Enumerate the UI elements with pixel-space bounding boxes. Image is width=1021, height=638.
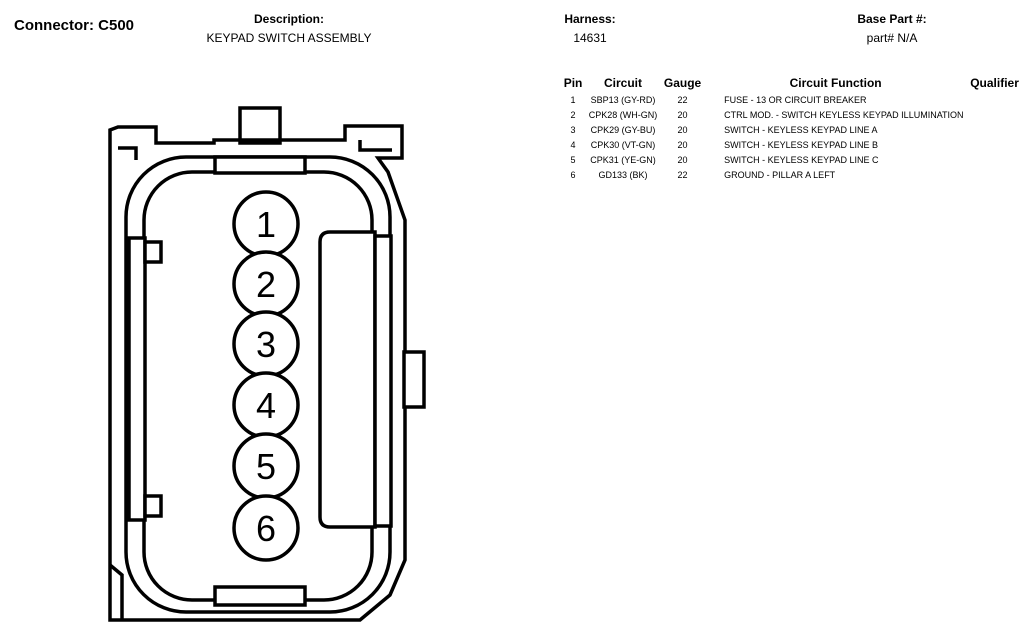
cell-gauge: 22 (677, 170, 688, 180)
cell-gauge: 20 (677, 155, 688, 165)
base-part-label: Base Part #: (857, 12, 927, 26)
description-block: Description: KEYPAD SWITCH ASSEMBLY (189, 12, 389, 45)
connector-housing (108, 106, 426, 622)
table-row: 5 CPK31 (YE-GN) 20 SWITCH - KEYLESS KEYP… (562, 153, 1021, 168)
harness-block: Harness: 14631 (540, 12, 640, 45)
pin-circle-6 (232, 494, 300, 562)
base-part-value: part# N/A (866, 31, 918, 45)
table-row: 3 CPK29 (GY-BU) 20 SWITCH - KEYLESS KEYP… (562, 123, 1021, 138)
header-function: Circuit Function (789, 76, 882, 90)
header-pin: Pin (563, 76, 583, 90)
description-label: Description: (253, 12, 324, 26)
cell-function: CTRL MOD. - SWITCH KEYLESS KEYPAD ILLUMI… (724, 110, 964, 120)
cell-circuit: CPK29 (GY-BU) (590, 125, 656, 135)
bottom-left-slant (108, 563, 124, 620)
base-part-block: Base Part #: part# N/A (832, 12, 952, 45)
pin-table: Pin Circuit Gauge Circuit Function Quali… (562, 76, 1021, 183)
cell-circuit: SBP13 (GY-RD) (590, 95, 656, 105)
cell-circuit: CPK31 (YE-GN) (590, 155, 656, 165)
cell-pin: 2 (570, 110, 576, 120)
top-lock-tab (238, 106, 282, 145)
cell-gauge: 20 (677, 140, 688, 150)
top-key-bar (213, 155, 307, 175)
table-row: 4 CPK30 (VT-GN) 20 SWITCH - KEYLESS KEYP… (562, 138, 1021, 153)
cell-function: GROUND - PILLAR A LEFT (724, 170, 836, 180)
harness-label: Harness: (564, 12, 616, 26)
cell-gauge: 20 (677, 125, 688, 135)
pin-label-2: 2 (256, 264, 276, 305)
table-row: 2 CPK28 (WH-GN) 20 CTRL MOD. - SWITCH KE… (562, 108, 1021, 123)
pin-labels: 1 2 3 4 5 6 (256, 204, 276, 549)
outer-shell (108, 124, 407, 622)
pin-label-6: 6 (256, 508, 276, 549)
cell-pin: 4 (570, 140, 576, 150)
header-circuit: Circuit (603, 76, 642, 90)
cell-gauge: 22 (677, 95, 688, 105)
harness-value: 14631 (573, 31, 607, 45)
header-gauge: Gauge (663, 76, 702, 90)
connector-title: Connector: C500 (14, 17, 135, 34)
table-row: 6 GD133 (BK) 22 GROUND - PILLAR A LEFT (562, 168, 1021, 183)
table-row: 1 SBP13 (GY-RD) 22 FUSE - 13 OR CIRCUIT … (562, 93, 1021, 108)
left-rib (127, 236, 147, 522)
cell-pin: 6 (570, 170, 576, 180)
cell-circuit: CPK28 (WH-GN) (588, 110, 658, 120)
cell-pin: 3 (570, 125, 576, 135)
left-rib-bump-top (143, 240, 163, 264)
header-qualifier: Qualifier (970, 76, 1019, 90)
right-ear-notch (358, 140, 392, 152)
cell-circuit: GD133 (BK) (598, 170, 648, 180)
left-ear-notch (118, 146, 138, 160)
pin-label-3: 3 (256, 324, 276, 365)
cell-function: SWITCH - KEYLESS KEYPAD LINE A (724, 125, 878, 135)
left-rib-bump-bottom (143, 494, 163, 518)
right-latch-panel (318, 230, 377, 529)
cell-pin: 5 (570, 155, 576, 165)
cell-pin: 1 (570, 95, 576, 105)
cell-circuit: CPK30 (VT-GN) (590, 140, 656, 150)
description-value: KEYPAD SWITCH ASSEMBLY (206, 31, 372, 45)
cell-function: SWITCH - KEYLESS KEYPAD LINE C (724, 155, 879, 165)
pin-label-1: 1 (256, 204, 276, 245)
pin-cavities (232, 190, 300, 562)
right-lock-tab (402, 350, 426, 409)
pin-label-5: 5 (256, 446, 276, 487)
pin-table-header: Pin Circuit Gauge Circuit Function Quali… (562, 76, 1021, 93)
pin-label-4: 4 (256, 385, 276, 426)
cell-function: SWITCH - KEYLESS KEYPAD LINE B (724, 140, 879, 150)
bottom-key-bar (213, 585, 307, 607)
cell-function: FUSE - 13 OR CIRCUIT BREAKER (724, 95, 867, 105)
cell-gauge: 20 (677, 110, 688, 120)
right-rail (373, 234, 393, 528)
